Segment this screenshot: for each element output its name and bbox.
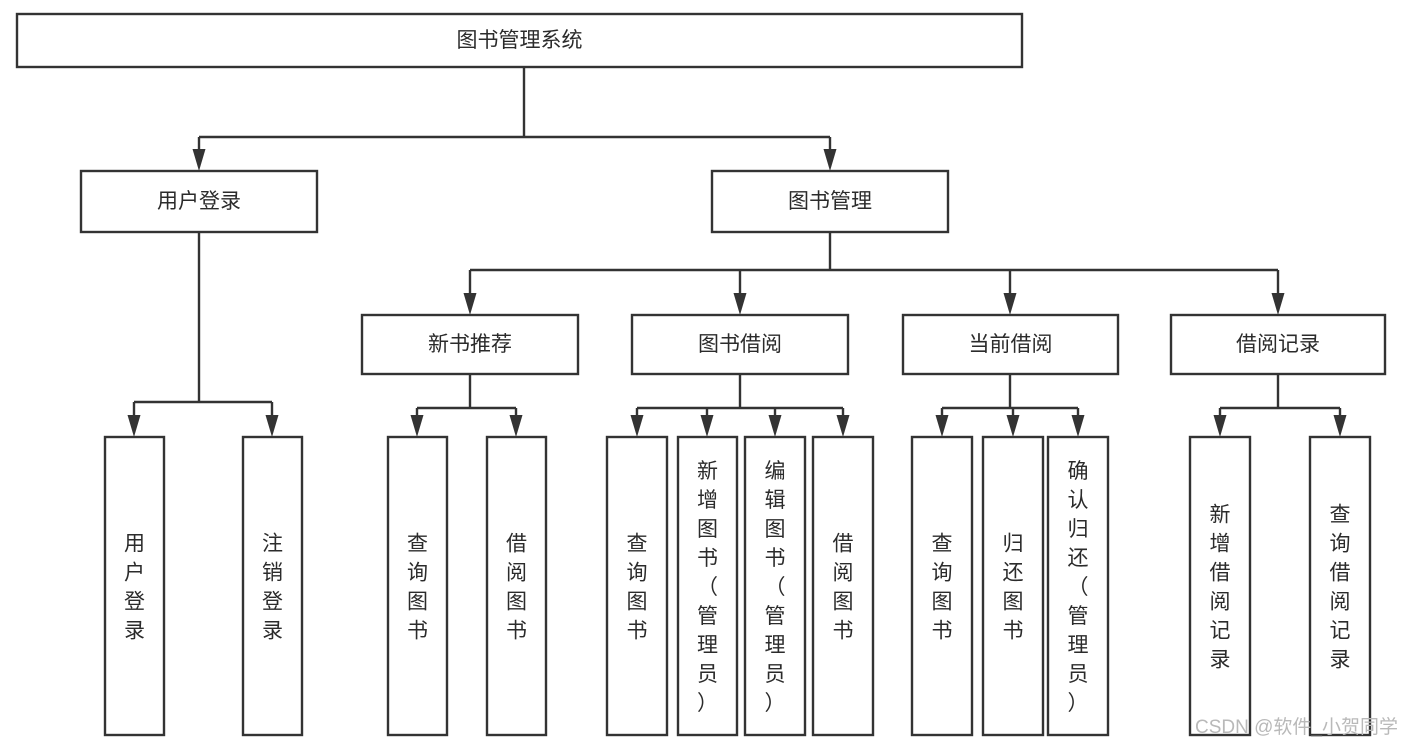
node-leaf-edit-book[interactable]: 编辑图书（管理员）	[743, 435, 807, 737]
node-box-leaf-borrow-book-rec[interactable]	[485, 435, 548, 737]
node-box-root[interactable]	[15, 12, 1024, 69]
arrow-head-icon	[768, 415, 782, 437]
arrow-head-icon	[836, 415, 850, 437]
node-label-leaf-borrow-book-rec: 借阅图书	[506, 533, 527, 643]
node-label-leaf-query-book-rec: 查询图书	[407, 533, 428, 643]
node-book-borrow[interactable]: 图书借阅	[630, 313, 850, 376]
node-leaf-query-book-bor[interactable]: 查询图书	[605, 435, 669, 737]
arrow-head-icon	[1213, 415, 1227, 437]
node-layer: 图书管理系统用户登录图书管理新书推荐图书借阅当前借阅借阅记录用户登录注销登录查询…	[15, 12, 1387, 737]
connector-conn-userlogin-to-leaves	[127, 232, 279, 437]
node-leaf-confirm-return[interactable]: 确认归还（管理员）	[1046, 435, 1110, 737]
node-label-leaf-confirm-return: 确认归还（管理员）	[1068, 460, 1089, 715]
node-leaf-return-book[interactable]: 归还图书	[981, 435, 1045, 737]
node-label-user-login: 用户登录	[157, 190, 241, 213]
node-box-leaf-borrow-book[interactable]	[811, 435, 875, 737]
arrow-head-icon	[192, 149, 206, 171]
node-box-leaf-user-login[interactable]	[103, 435, 166, 737]
node-leaf-add-book[interactable]: 新增图书（管理员）	[676, 435, 739, 737]
arrow-head-icon	[630, 415, 644, 437]
node-label-leaf-query-book-cur: 查询图书	[932, 533, 953, 643]
node-leaf-borrow-book[interactable]: 借阅图书	[811, 435, 875, 737]
node-label-leaf-add-record: 新增借阅记录	[1210, 504, 1231, 672]
node-label-new-book-recommend: 新书推荐	[428, 333, 512, 356]
node-borrow-record[interactable]: 借阅记录	[1169, 313, 1387, 376]
connector-conn-root-to-level2	[192, 67, 837, 171]
arrow-head-icon	[127, 415, 141, 437]
connector-layer	[127, 67, 1347, 437]
node-leaf-user-login[interactable]: 用户登录	[103, 435, 166, 737]
node-label-borrow-record: 借阅记录	[1236, 333, 1320, 356]
connector-conn-bookborrow-to-leaves	[630, 374, 850, 437]
connector-conn-bookmanage-to-level3	[463, 232, 1285, 315]
arrow-head-icon	[733, 293, 747, 315]
node-box-new-book-recommend[interactable]	[360, 313, 580, 376]
node-box-leaf-add-record[interactable]	[1188, 435, 1252, 737]
node-label-root: 图书管理系统	[457, 29, 583, 52]
connector-conn-borrowrecord-to-leaves	[1213, 374, 1347, 437]
node-box-book-manage[interactable]	[710, 169, 950, 234]
arrow-head-icon	[823, 149, 837, 171]
node-label-leaf-logout: 注销登录	[262, 533, 283, 643]
arrow-head-icon	[700, 415, 714, 437]
node-box-leaf-query-book-cur[interactable]	[910, 435, 974, 737]
arrow-head-icon	[1271, 293, 1285, 315]
node-box-leaf-query-record[interactable]	[1308, 435, 1372, 737]
arrow-head-icon	[463, 293, 477, 315]
node-label-leaf-query-book-bor: 查询图书	[627, 533, 648, 643]
node-box-leaf-confirm-return[interactable]	[1046, 435, 1110, 737]
node-leaf-query-book-cur[interactable]: 查询图书	[910, 435, 974, 737]
node-leaf-query-book-rec[interactable]: 查询图书	[386, 435, 449, 737]
arrow-head-icon	[935, 415, 949, 437]
node-leaf-query-record[interactable]: 查询借阅记录	[1308, 435, 1372, 737]
node-label-leaf-query-record: 查询借阅记录	[1330, 504, 1351, 672]
node-root[interactable]: 图书管理系统	[15, 12, 1024, 69]
node-box-user-login[interactable]	[79, 169, 319, 234]
node-box-leaf-return-book[interactable]	[981, 435, 1045, 737]
node-user-login[interactable]: 用户登录	[79, 169, 319, 234]
connector-conn-currentborrow-to-leaves	[935, 374, 1085, 437]
arrow-head-icon	[1003, 293, 1017, 315]
node-label-book-manage: 图书管理	[788, 190, 872, 213]
node-current-borrow[interactable]: 当前借阅	[901, 313, 1120, 376]
node-box-borrow-record[interactable]	[1169, 313, 1387, 376]
node-box-leaf-query-book-bor[interactable]	[605, 435, 669, 737]
arrow-head-icon	[1333, 415, 1347, 437]
node-label-leaf-user-login: 用户登录	[124, 533, 145, 643]
node-box-current-borrow[interactable]	[901, 313, 1120, 376]
arrow-head-icon	[410, 415, 424, 437]
connector-conn-newbook-to-leaves	[410, 374, 523, 437]
node-box-leaf-add-book[interactable]	[676, 435, 739, 737]
node-book-manage[interactable]: 图书管理	[710, 169, 950, 234]
node-box-leaf-logout[interactable]	[241, 435, 304, 737]
node-label-current-borrow: 当前借阅	[969, 333, 1053, 356]
csdn-watermark: CSDN @软件_小贺同学	[1195, 716, 1398, 738]
node-label-leaf-add-book: 新增图书（管理员）	[697, 460, 718, 715]
arrow-head-icon	[509, 415, 523, 437]
node-label-book-borrow: 图书借阅	[698, 333, 782, 356]
node-box-leaf-edit-book[interactable]	[743, 435, 807, 737]
node-label-leaf-edit-book: 编辑图书（管理员）	[765, 460, 786, 715]
arrow-head-icon	[1071, 415, 1085, 437]
node-leaf-add-record[interactable]: 新增借阅记录	[1188, 435, 1252, 737]
watermark-layer: CSDN @软件_小贺同学	[1195, 716, 1398, 738]
arrow-head-icon	[265, 415, 279, 437]
arrow-head-icon	[1006, 415, 1020, 437]
node-new-book-recommend[interactable]: 新书推荐	[360, 313, 580, 376]
node-label-leaf-return-book: 归还图书	[1003, 533, 1024, 643]
node-box-leaf-query-book-rec[interactable]	[386, 435, 449, 737]
node-box-book-borrow[interactable]	[630, 313, 850, 376]
node-leaf-borrow-book-rec[interactable]: 借阅图书	[485, 435, 548, 737]
node-label-leaf-borrow-book: 借阅图书	[833, 533, 854, 643]
node-leaf-logout[interactable]: 注销登录	[241, 435, 304, 737]
